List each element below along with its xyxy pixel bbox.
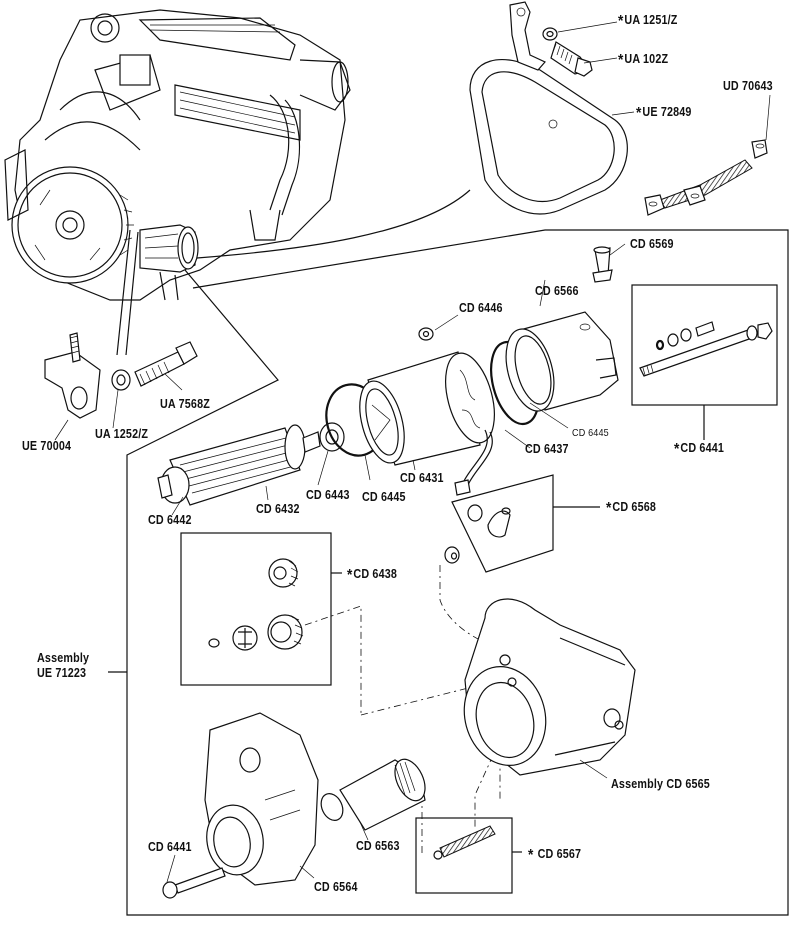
part-label-cd-6432: CD 6432	[256, 502, 300, 516]
engine-illustration	[4, 9, 351, 301]
part-label-cd-6437: CD 6437	[525, 442, 569, 456]
asterisk-icon: *	[347, 567, 353, 584]
through-bolt-kit	[639, 321, 773, 377]
part-label-cd-6438: *CD 6438	[347, 567, 398, 584]
asterisk-icon: *	[618, 52, 624, 69]
yoke-cd-6431	[359, 351, 495, 496]
spring	[433, 825, 496, 860]
drive-housing-cd-6564	[204, 712, 319, 886]
assembly-frame	[126, 229, 789, 916]
asterisk-icon: *	[618, 13, 624, 30]
asterisk-icon: *	[636, 105, 642, 122]
mount-bracket-ue-70004	[44, 332, 101, 419]
kit-box-cd-6568	[451, 474, 554, 573]
washer-ua-1252z	[111, 369, 131, 391]
part-label-ue-72849: *UE 72849	[636, 105, 692, 122]
clutch-spider	[208, 625, 258, 651]
earth-strap-ud-70643	[644, 139, 768, 216]
starter-cover-ue-72849	[469, 1, 628, 215]
part-label-ue-70004: UE 70004	[22, 439, 72, 453]
part-label-cd-6563: CD 6563	[356, 839, 400, 853]
part-label-cd-6564: CD 6564	[314, 880, 358, 894]
part-label-cd-6567: * CD 6567	[528, 847, 582, 864]
asterisk-icon: *	[674, 441, 680, 458]
part-label-cd-6431: CD 6431	[400, 471, 444, 485]
part-label-cd-6569: CD 6569	[630, 237, 674, 251]
part-label-cd-6446: CD 6446	[459, 301, 503, 315]
leader-lines	[54, 21, 771, 883]
part-label-cd-6568: *CD 6568	[606, 500, 657, 517]
armature-cd-6432	[157, 424, 321, 506]
part-label-ua-102z: *UA 102Z	[618, 52, 669, 69]
gear-small	[268, 558, 299, 588]
part-label-cd-6443: CD 6443	[306, 488, 350, 502]
part-label-ua-7568z: UA 7568Z	[160, 397, 210, 411]
assembly-label-ue-71223: Assembly UE 71223	[37, 651, 90, 680]
part-label-cd-6566: CD 6566	[535, 284, 579, 298]
part-label-cd-6441-bolt: CD 6441	[148, 840, 192, 854]
part-label-cd-6445-small: CD 6445	[572, 427, 609, 439]
bolt-ua-7568z	[134, 341, 198, 387]
part-label-ud-70643: UD 70643	[723, 79, 773, 93]
nut-cd-6446	[418, 327, 434, 341]
assembly-cd-6565	[463, 598, 636, 776]
part-label-cd-6442: CD 6442	[148, 513, 192, 527]
bolt-cd-6441	[162, 867, 226, 899]
part-label-cd-6445: CD 6445	[362, 490, 406, 504]
kit-box-cd-6567	[415, 817, 513, 894]
grommet-cd-6569	[592, 246, 613, 283]
pinion-cd-6563	[320, 758, 426, 831]
asterisk-icon: *	[528, 847, 534, 864]
part-label-cd-6441-kit: *CD 6441	[674, 441, 725, 458]
part-label-ua-1251z: *UA 1251/Z	[618, 13, 678, 30]
part-label-ua-1252z: UA 1252/Z	[95, 427, 149, 441]
asterisk-icon: *	[606, 500, 612, 517]
end-cap-cd-6566	[505, 311, 619, 412]
assembly-label-cd-6565: Assembly CD 6565	[611, 777, 710, 791]
kit-box-cd-6438	[180, 532, 332, 686]
gear-large	[267, 614, 304, 650]
